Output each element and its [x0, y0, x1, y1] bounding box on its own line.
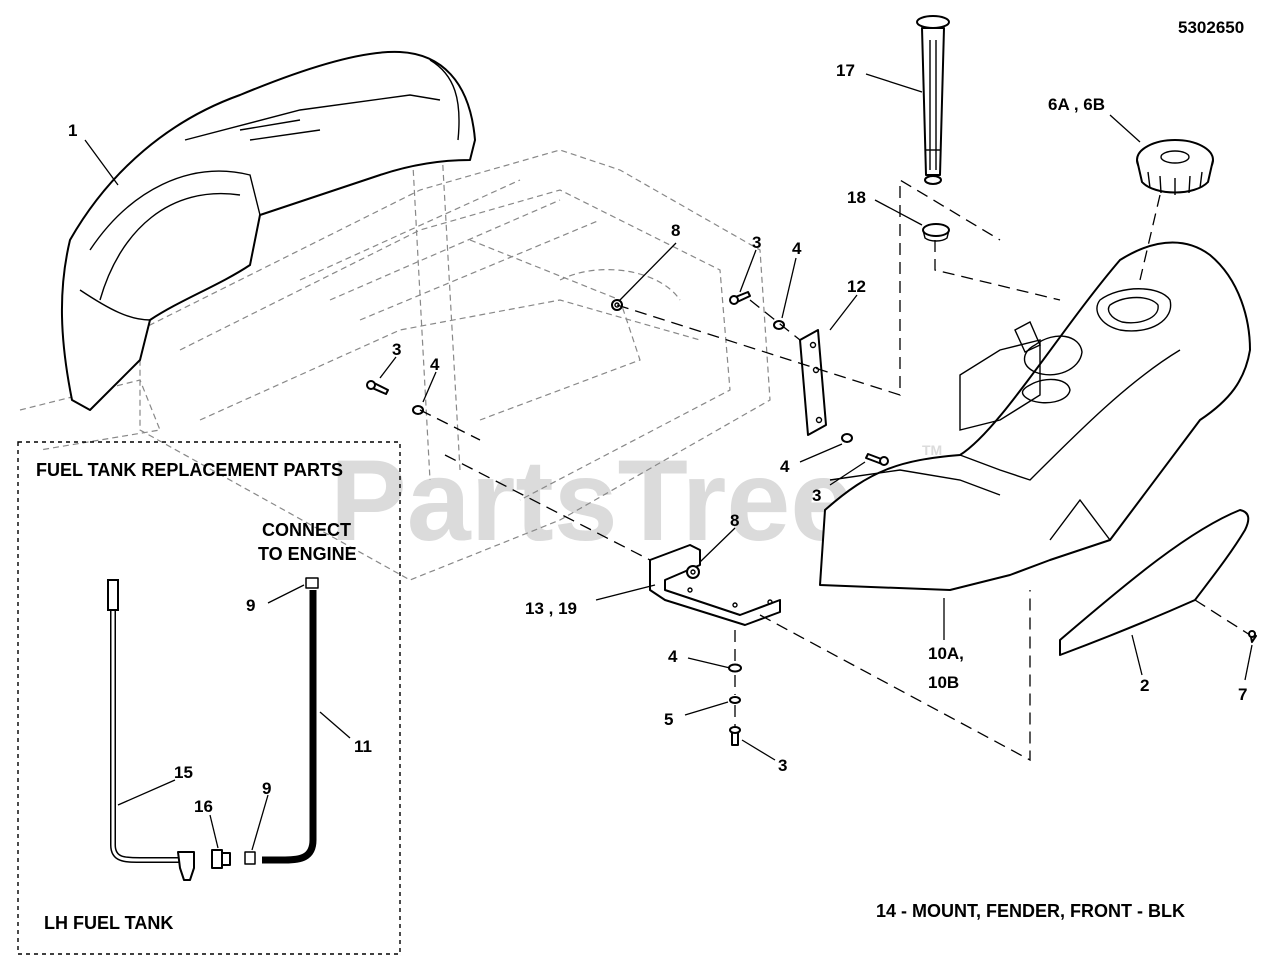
- callout-4-lower[interactable]: 4: [668, 647, 678, 666]
- connect-label-line2: TO ENGINE: [258, 544, 357, 564]
- callout-4-mid[interactable]: 4: [430, 355, 440, 374]
- watermark: PartsTree: [330, 437, 854, 565]
- callout-3-mid[interactable]: 3: [392, 340, 401, 359]
- fuel-gauge-tube: [916, 15, 950, 185]
- mounting-bracket: [649, 544, 781, 626]
- callout-6a-6b[interactable]: 6A , 6B: [1048, 95, 1105, 114]
- callout-16[interactable]: 16: [194, 797, 213, 816]
- inset-title: FUEL TANK REPLACEMENT PARTS: [36, 460, 343, 480]
- fuel-hose: [262, 590, 317, 864]
- connect-label-line1: CONNECT: [262, 520, 351, 540]
- diagram-number: 5302650: [1178, 18, 1244, 37]
- callout-17[interactable]: 17: [836, 61, 855, 80]
- callout-4-upper[interactable]: 4: [792, 239, 802, 258]
- callout-3-lower[interactable]: 3: [778, 756, 787, 775]
- fender-panel: [1059, 509, 1250, 656]
- callout-2[interactable]: 2: [1140, 676, 1149, 695]
- trademark: TM: [922, 442, 942, 458]
- callout-13-19[interactable]: 13 , 19: [525, 599, 577, 618]
- fuel-cap: [1136, 139, 1214, 195]
- callout-10b[interactable]: 10B: [928, 673, 959, 692]
- callout-8-lower[interactable]: 8: [730, 511, 739, 530]
- grommet: [922, 223, 950, 242]
- elbow-fitting: [177, 851, 195, 881]
- callout-11[interactable]: 11: [354, 737, 372, 756]
- callout-1[interactable]: 1: [68, 121, 77, 140]
- chassis-frame-ghost: [19, 109, 771, 581]
- callout-9-upper[interactable]: 9: [246, 596, 255, 615]
- callout-15[interactable]: 15: [174, 763, 193, 782]
- labels: 5302650 1 17 6A , 6B 18 8 3 4 12 3 4 4 3…: [36, 18, 1247, 933]
- callout-7[interactable]: 7: [1238, 685, 1247, 704]
- callout-4-right[interactable]: 4: [780, 457, 790, 476]
- hardware: [366, 291, 1257, 746]
- callout-12[interactable]: 12: [847, 277, 866, 296]
- lh-fuel-tank-fender: [819, 241, 1251, 591]
- assembly-lines: [419, 178, 1251, 762]
- callout-10a[interactable]: 10A,: [928, 644, 964, 663]
- footnote: 14 - MOUNT, FENDER, FRONT - BLK: [876, 901, 1185, 921]
- callout-3-upper[interactable]: 3: [752, 233, 761, 252]
- callout-3-right[interactable]: 3: [812, 486, 821, 505]
- fuel-filter: [211, 849, 231, 869]
- fuel-line: [110, 585, 180, 863]
- rh-fender: [60, 50, 476, 411]
- callout-9-lower[interactable]: 9: [262, 779, 271, 798]
- callout-5[interactable]: 5: [664, 710, 673, 729]
- fuel-line-fitting: [107, 579, 119, 611]
- bracket-plate: [799, 329, 827, 436]
- inset-footer: LH FUEL TANK: [44, 913, 173, 933]
- callout-18[interactable]: 18: [847, 188, 866, 207]
- hose-clamp-lower: [244, 851, 256, 865]
- hose-clamp-upper: [305, 577, 319, 589]
- leader-lines: [84, 73, 1253, 761]
- callout-8-upper[interactable]: 8: [671, 221, 680, 240]
- inset-panel: [17, 441, 401, 955]
